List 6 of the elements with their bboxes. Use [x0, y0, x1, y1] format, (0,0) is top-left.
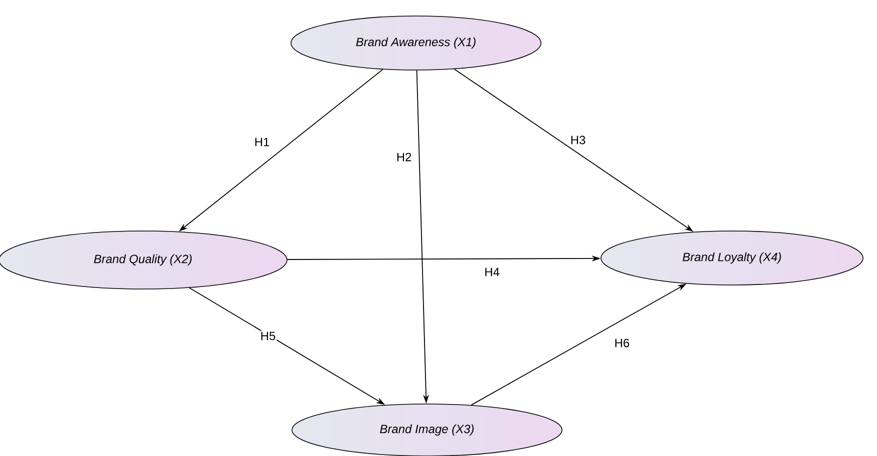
edge-label: H5 — [259, 330, 277, 342]
edge-label: H2 — [395, 152, 413, 162]
edge-label: H4 — [483, 266, 501, 278]
edge-label: H1 — [253, 136, 271, 148]
edge-label: H6 — [613, 338, 631, 348]
edge-label: H3 — [569, 134, 587, 146]
